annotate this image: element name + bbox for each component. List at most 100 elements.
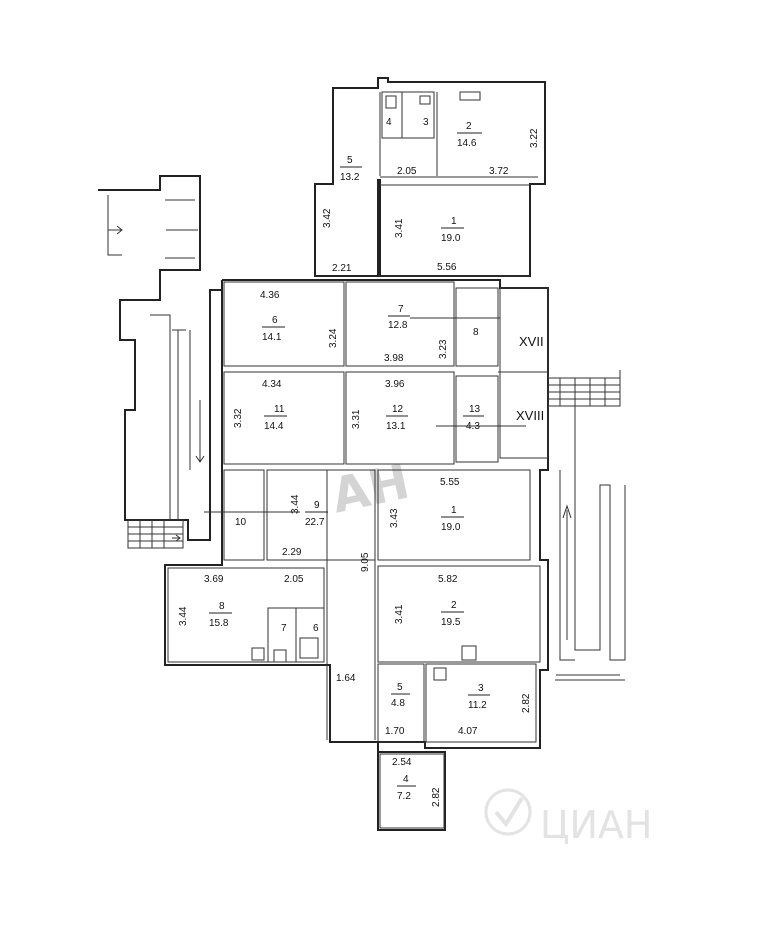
- dimension-label: 9.05: [360, 552, 371, 572]
- room-number: 4: [386, 117, 392, 128]
- cian-logo-watermark: ЦИАН: [484, 788, 653, 847]
- dimension-label: 3.22: [529, 128, 540, 148]
- dimension-label: 3.32: [233, 408, 244, 428]
- room-number: 11: [274, 404, 285, 415]
- room-number: 8: [219, 601, 225, 612]
- dimension-label: 2.82: [431, 787, 442, 807]
- room-label: 7 12.8: [388, 304, 410, 331]
- room-number: 1: [451, 216, 457, 227]
- room-area: 14.4: [264, 421, 284, 432]
- right-stairs: [547, 377, 621, 407]
- dimension-label: 3.31: [351, 409, 362, 429]
- room-label: 2 19.5: [441, 600, 464, 628]
- room-number: 1: [451, 505, 457, 516]
- room-number: 3: [478, 683, 484, 694]
- room-number: 5: [397, 682, 403, 693]
- room-area: 13.1: [386, 421, 406, 432]
- interior-walls: [166, 91, 549, 829]
- room-number: 2: [451, 600, 457, 611]
- dimension-label: 2.54: [392, 757, 412, 768]
- room-label: 8: [473, 327, 479, 338]
- room-label: 4: [386, 117, 392, 128]
- room-label: 5 4.8: [391, 682, 410, 709]
- dimension-label: 3.43: [389, 508, 400, 528]
- room-label: 9 22.7: [305, 500, 328, 528]
- room-label: 4 7.2: [397, 774, 416, 802]
- room-area: 14.6: [457, 138, 477, 149]
- dimension-label: 1.64: [336, 673, 356, 684]
- arrow-icon: [172, 534, 181, 542]
- room-label: 8 15.8: [209, 601, 232, 629]
- room-labels: 2 14.6 3 4 5 13.2 1 19.0 6 14.1 7 12.8: [209, 117, 490, 802]
- room-area: 19.5: [441, 617, 461, 628]
- room-area: 4.8: [391, 698, 405, 709]
- room-label: 1 19.0: [441, 505, 464, 533]
- room-label: 12 13.1: [386, 404, 408, 432]
- room-label: 7: [281, 623, 287, 634]
- room-number: 13: [469, 404, 481, 415]
- room-number: 7: [398, 304, 404, 315]
- dimension-label: 3.41: [394, 604, 405, 624]
- arrow-icon: [108, 225, 123, 235]
- dimension-label: 3.44: [290, 494, 301, 514]
- dimension-label: 3.23: [438, 339, 449, 359]
- room-area: 19.0: [441, 233, 461, 244]
- dimension-label: 3.72: [489, 166, 509, 177]
- dimension-label: 2.21: [332, 263, 352, 274]
- room-number: 7: [281, 623, 287, 634]
- dimension-label: 4.36: [260, 290, 280, 301]
- dimension-label: 3.42: [322, 208, 333, 228]
- room-label: 6 14.1: [262, 315, 285, 343]
- dimension-label: 3.24: [328, 328, 339, 348]
- room-area: 22.7: [305, 517, 325, 528]
- room-area: 14.1: [262, 332, 282, 343]
- room-number: 3: [423, 117, 429, 128]
- dimension-label: 2.05: [397, 166, 417, 177]
- dimension-label: 2.29: [282, 547, 302, 558]
- dimension-label: 3.44: [178, 606, 189, 626]
- room-label: 3: [423, 117, 429, 128]
- dimension-label: 5.82: [438, 574, 458, 585]
- room-number: 4: [403, 774, 409, 785]
- room-number: 12: [392, 404, 404, 415]
- room-number: 6: [313, 623, 319, 634]
- room-label: 11 14.4: [264, 404, 287, 432]
- dimension-label: 3.98: [384, 353, 404, 364]
- room-number: 9: [314, 500, 320, 511]
- room-label: 13 4.3: [463, 404, 484, 432]
- cian-watermark-text: ЦИАН: [540, 803, 653, 847]
- section-marker-xviii: XVIII: [516, 408, 544, 423]
- dimension-label: 1.70: [385, 726, 405, 737]
- room-area: 12.8: [388, 320, 408, 331]
- dimension-label: 3.96: [385, 379, 405, 390]
- room-label: 6: [313, 623, 319, 634]
- arrow-icon: [195, 400, 205, 463]
- room-label: 2 14.6: [457, 121, 482, 149]
- room-number: 2: [466, 121, 472, 132]
- room-area: 11.2: [468, 700, 487, 711]
- dimension-label: 2.82: [521, 693, 532, 713]
- dimension-label: 4.34: [262, 379, 282, 390]
- dimension-label: 5.55: [440, 477, 460, 488]
- left-stairs: [127, 519, 184, 549]
- room-label: 1 19.0: [441, 216, 464, 244]
- room-area: 4.3: [466, 421, 480, 432]
- room-label: 3 11.2: [468, 683, 490, 711]
- room-area: 19.0: [441, 522, 461, 533]
- room-area: 13.2: [340, 172, 360, 183]
- dimension-label: 5.56: [437, 262, 457, 273]
- dimension-labels: 3.22 2.05 3.72 3.42 2.21 3.41 5.56 4.3 6 …: [178, 128, 540, 807]
- room-label: 5 13.2: [340, 155, 362, 183]
- exterior-walls: [98, 77, 626, 831]
- room-label: 10: [235, 517, 247, 528]
- room-area: 7.2: [397, 791, 411, 802]
- room-number: 8: [473, 327, 479, 338]
- room-number: 5: [347, 155, 353, 166]
- dimension-label: 3.69: [204, 574, 224, 585]
- room-number: 10: [235, 517, 247, 528]
- dimension-label: 4.07: [458, 726, 478, 737]
- section-marker-xvii: XVII: [519, 334, 544, 349]
- dimension-label: 2.05: [284, 574, 304, 585]
- room-area: 15.8: [209, 618, 229, 629]
